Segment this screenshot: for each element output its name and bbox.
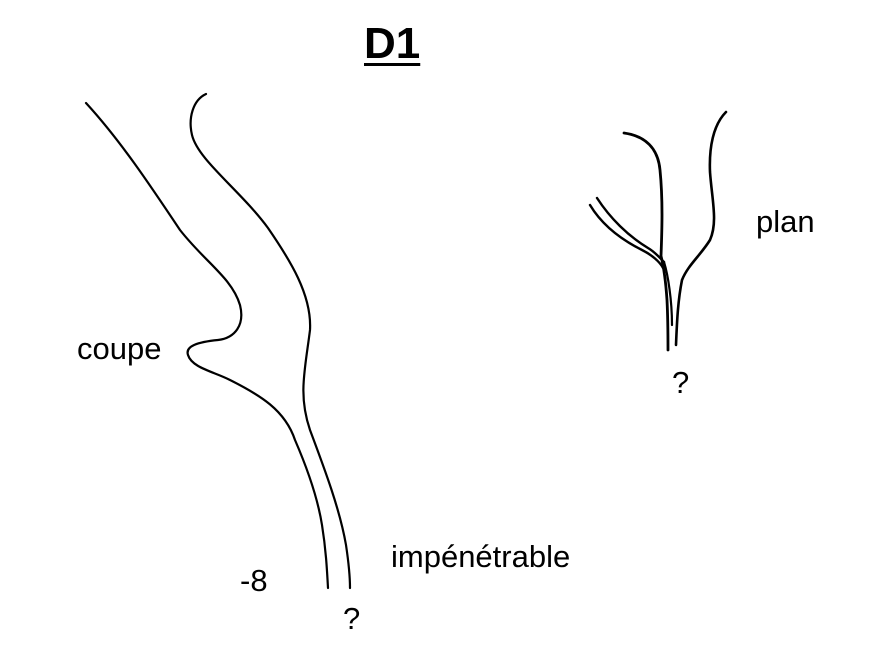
section-view-label: coupe bbox=[77, 331, 162, 366]
plan-side-passage-inner bbox=[595, 196, 666, 264]
plan-centre-line bbox=[662, 260, 674, 327]
plan-view-label: plan bbox=[756, 204, 815, 239]
section-right-wall bbox=[189, 92, 352, 590]
section-unknown-mark: ? bbox=[343, 601, 361, 636]
section-left-wall bbox=[84, 101, 330, 590]
plan-left-branch bbox=[622, 131, 670, 352]
impenetrable-label: impénétrable bbox=[391, 539, 571, 574]
survey-title: D1 bbox=[364, 19, 421, 68]
plan-unknown-mark: ? bbox=[672, 365, 690, 400]
depth-label: -8 bbox=[240, 563, 268, 598]
plan-right-branch bbox=[674, 110, 728, 347]
plan-side-passage-outer bbox=[588, 203, 665, 270]
